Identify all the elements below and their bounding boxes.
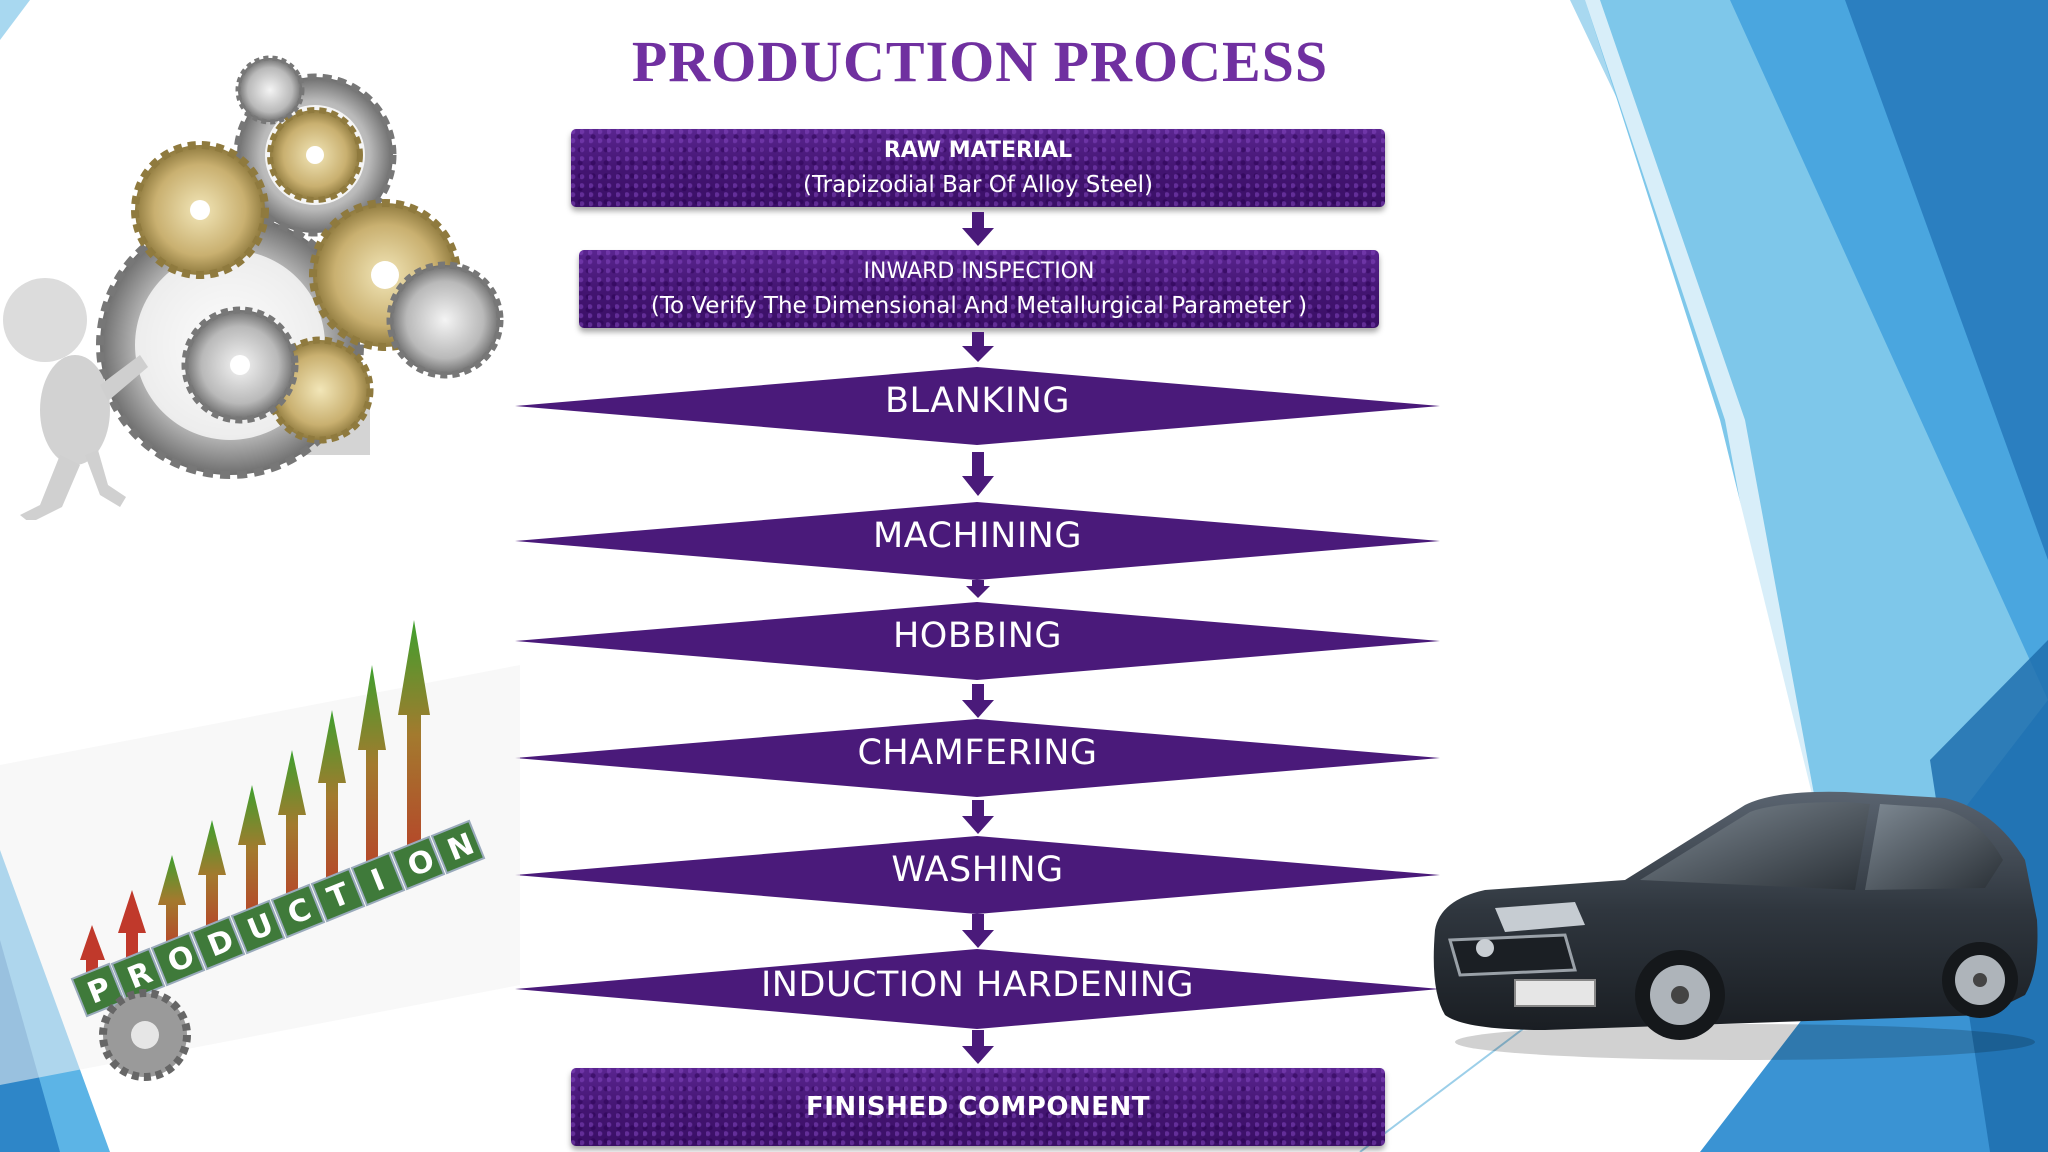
step-label: HOBBING [892,616,1062,656]
step-subtitle: (To Verify The Dimensional And Metallurg… [650,293,1308,319]
diamond-shape [515,719,1440,797]
step-label: CHAMFERING [857,733,1098,773]
step-machining: MACHINING [515,502,1440,580]
production-growth-illustration: P R O D U C T I O N [0,620,520,1085]
growth-arrows [80,620,430,975]
down-arrow-icon [962,800,994,834]
step-label: BLANKING [884,381,1070,421]
down-arrow-icon [962,452,994,496]
step-washing: WASHING [515,836,1440,914]
down-arrow-icon [962,332,994,362]
step-subtitle: (Trapizodial Bar Of Alloy Steel) [802,172,1154,198]
step-label: WASHING [891,850,1064,890]
step-title: RAW MATERIAL [883,138,1073,163]
down-arrow-icon [962,684,994,718]
step-finished-component: FINISHED COMPONENT [571,1068,1385,1146]
step-raw-material: RAW MATERIAL (Trapizodial Bar Of Alloy S… [571,129,1385,207]
step-hobbing: HOBBING [515,602,1440,680]
step-chamfering: CHAMFERING [515,719,1440,797]
step-label: INDUCTION HARDENING [760,965,1195,1005]
down-arrow-icon [962,914,994,948]
diamond-shape [515,502,1440,580]
down-arrow-icon [962,212,994,246]
step-inward-inspection: INWARD INSPECTION (To Verify The Dimensi… [579,250,1379,328]
diamond-shape [515,836,1440,914]
step-label: MACHINING [873,516,1082,556]
diamond-shape [515,602,1440,680]
step-title: INWARD INSPECTION [863,259,1095,284]
step-blanking: BLANKING [515,367,1440,445]
diamond-shape [515,367,1440,445]
step-title: FINISHED COMPONENT [806,1092,1150,1122]
gears-illustration [3,55,504,520]
car-illustration [1433,791,2038,1060]
down-arrow-icon [966,580,990,598]
page-title: PRODUCTION PROCESS [631,29,1329,94]
diamond-shape [515,949,1440,1029]
step-induction-hardening: INDUCTION HARDENING [515,949,1440,1029]
person-figure-icon [3,278,148,520]
down-arrow-icon [962,1030,994,1064]
